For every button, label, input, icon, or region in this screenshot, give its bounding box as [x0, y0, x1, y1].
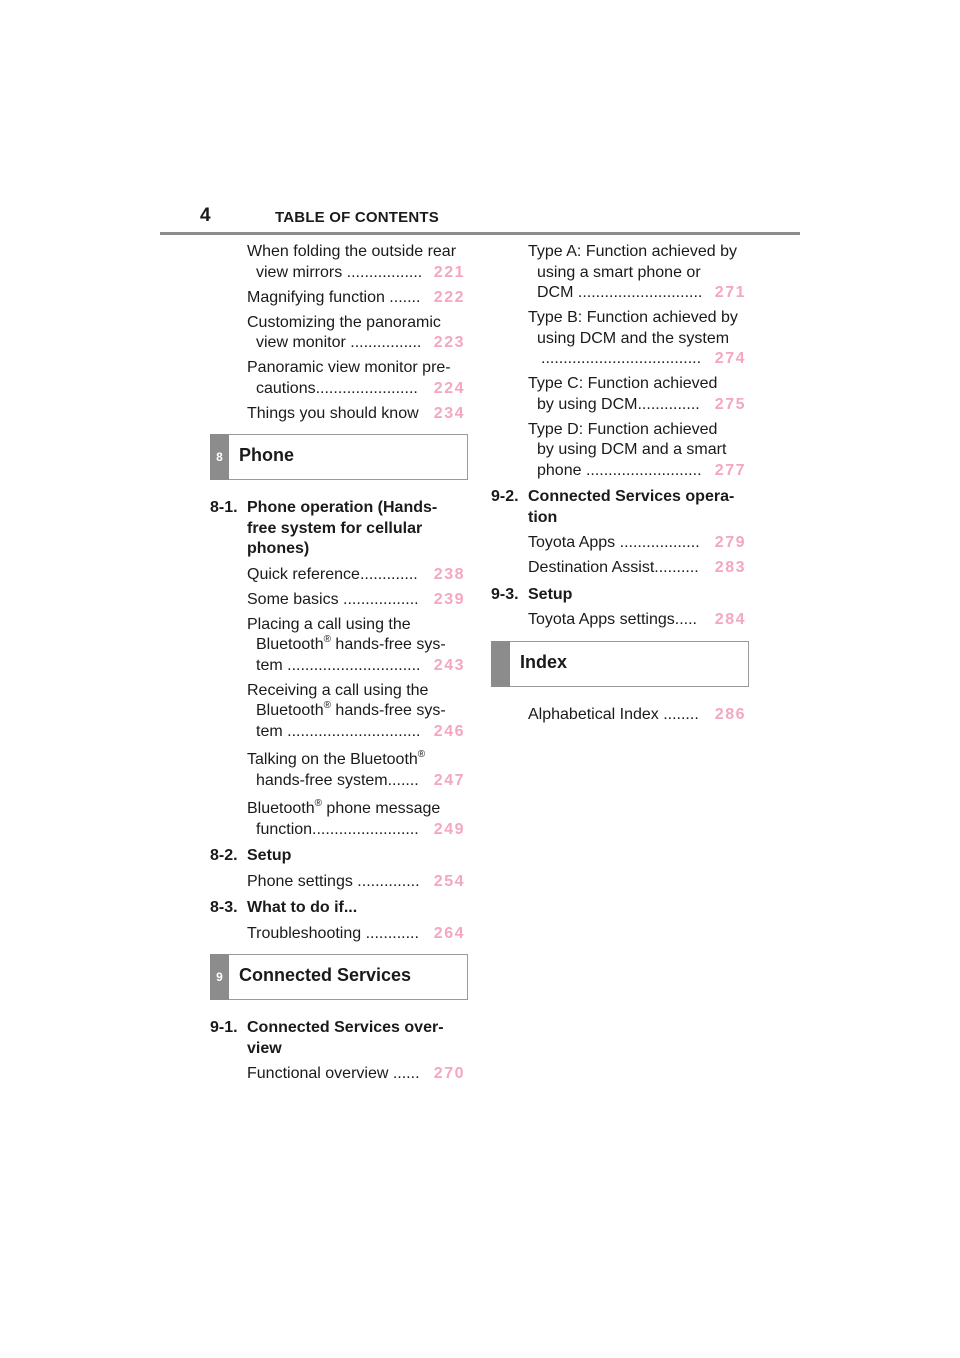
- page-ref[interactable]: 247: [433, 771, 465, 789]
- page-ref[interactable]: 279: [714, 534, 746, 551]
- page-header: 4 TABLE OF CONTENTS: [160, 204, 800, 235]
- toc-entry[interactable]: Panoramic view monitor pre- cautions....…: [247, 358, 465, 399]
- page-ref[interactable]: 224: [433, 379, 465, 397]
- toc-entry[interactable]: Toyota Apps settings..... 284: [528, 610, 746, 631]
- page-ref[interactable]: 274: [714, 350, 746, 367]
- page-ref[interactable]: 222: [433, 288, 465, 306]
- section-heading: 9-1. Connected Services over- view: [210, 1019, 444, 1057]
- toc-entry[interactable]: Magnifying function ....... 222: [247, 288, 465, 309]
- page-ref[interactable]: 249: [433, 820, 465, 838]
- header-title: TABLE OF CONTENTS: [275, 209, 439, 226]
- chapter-tab: 9: [210, 954, 229, 1000]
- chapter-title: Connected Services: [239, 965, 412, 985]
- page-ref[interactable]: 223: [433, 334, 465, 351]
- section-heading: 9-2. Connected Services opera- tion: [491, 488, 735, 526]
- page-ref[interactable]: 286: [714, 705, 746, 723]
- toc-column-left: When folding the outside rear view mirro…: [210, 242, 470, 1089]
- page-ref[interactable]: 283: [714, 559, 746, 576]
- page-ref[interactable]: 277: [714, 461, 746, 479]
- section-heading: 9-3. Setup: [491, 585, 573, 603]
- toc-entry[interactable]: Destination Assist.......... 283: [528, 558, 746, 579]
- toc-entry[interactable]: Alphabetical Index ........ 286: [528, 705, 746, 726]
- chapter-tab: 8: [210, 434, 229, 480]
- toc-column-right: Type A: Function achieved by using a sma…: [491, 242, 751, 730]
- page-ref[interactable]: 239: [433, 590, 465, 608]
- header-divider: [160, 232, 800, 235]
- toc-entry[interactable]: When folding the outside rear view mirro…: [247, 242, 465, 283]
- chapter-box-connected-services: 9 Connected Services: [210, 954, 468, 1000]
- section-heading: 8-2. Setup: [210, 847, 292, 864]
- chapter-box-phone: 8 Phone: [210, 434, 468, 480]
- chapter-box-index: Index: [491, 640, 749, 687]
- toc-entry[interactable]: Phone settings .............. 254: [247, 872, 465, 893]
- toc-entry[interactable]: Customizing the panoramic view monitor .…: [247, 313, 465, 354]
- page-ref[interactable]: 221: [433, 263, 465, 281]
- chapter-title: Phone: [239, 445, 295, 465]
- page-ref[interactable]: 264: [433, 924, 465, 942]
- toc-entry[interactable]: Receiving a call using the Bluetooth® ha…: [247, 681, 465, 743]
- chapter-title: Index: [520, 651, 568, 672]
- toc-entry[interactable]: Placing a call using the Bluetooth® hand…: [247, 615, 465, 677]
- page-ref[interactable]: 284: [714, 611, 746, 628]
- page-ref[interactable]: 270: [433, 1065, 465, 1082]
- toc-entry[interactable]: Type A: Function achieved by using a sma…: [528, 242, 746, 304]
- page-number: 4: [200, 205, 211, 226]
- page-ref[interactable]: 234: [433, 404, 465, 422]
- page-ref[interactable]: 243: [433, 656, 465, 674]
- toc-entry[interactable]: Troubleshooting ............ 264: [247, 924, 465, 945]
- toc-entry[interactable]: Things you should know 234: [247, 404, 465, 425]
- section-heading: 8-3. What to do if...: [210, 899, 358, 916]
- toc-entry[interactable]: Functional overview ...... 270: [247, 1064, 465, 1085]
- page-ref[interactable]: 238: [433, 565, 465, 583]
- toc-entry[interactable]: Some basics ................. 239: [247, 590, 465, 611]
- chapter-tab: [491, 640, 510, 687]
- toc-entry[interactable]: Type C: Function achieved by using DCM..…: [528, 374, 746, 415]
- toc-entry[interactable]: Type B: Function achieved by using DCM a…: [528, 308, 746, 370]
- toc-entry[interactable]: Quick reference............. 238: [247, 565, 465, 586]
- toc-entry[interactable]: Toyota Apps .................. 279: [528, 533, 746, 554]
- toc-entry[interactable]: Talking on the Bluetooth® hands-free sys…: [247, 750, 465, 791]
- page-ref[interactable]: 271: [714, 284, 746, 301]
- toc-entry[interactable]: Type D: Function achieved by using DCM a…: [528, 420, 746, 482]
- toc-entry[interactable]: Bluetooth® phone message function.......…: [247, 799, 465, 840]
- page-ref[interactable]: 254: [433, 872, 465, 890]
- page-ref[interactable]: 246: [433, 722, 465, 740]
- page-ref[interactable]: 275: [714, 395, 746, 413]
- section-heading: 8-1. Phone operation (Hands- free system…: [210, 499, 438, 557]
